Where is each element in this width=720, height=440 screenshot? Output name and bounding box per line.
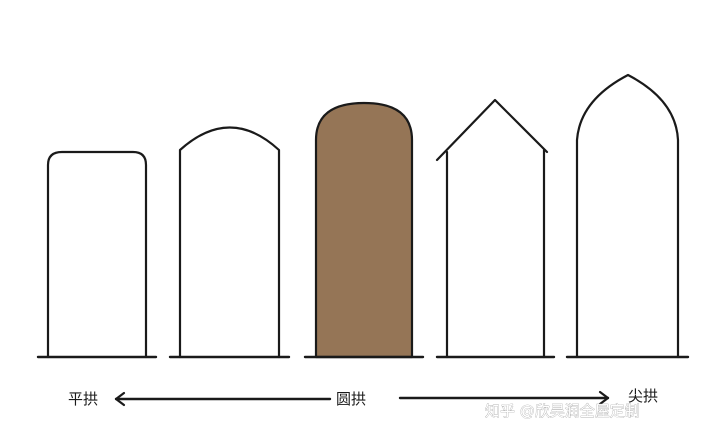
gable-arch-shape (435, 98, 556, 359)
right-arrow (398, 390, 610, 406)
watermark-text: 知乎 @欣昊润全屋定制 (485, 402, 640, 420)
segmental-arch-shape (168, 126, 291, 359)
label-round-arch: 圆拱 (336, 390, 366, 408)
pointed-arch-shape (565, 73, 690, 359)
flat-arch-shape (36, 150, 158, 359)
label-pointed-arch: 尖拱 (628, 387, 658, 405)
round-arch-shape (303, 101, 425, 359)
label-flat-arch: 平拱 (68, 390, 98, 408)
left-arrow (114, 391, 332, 407)
